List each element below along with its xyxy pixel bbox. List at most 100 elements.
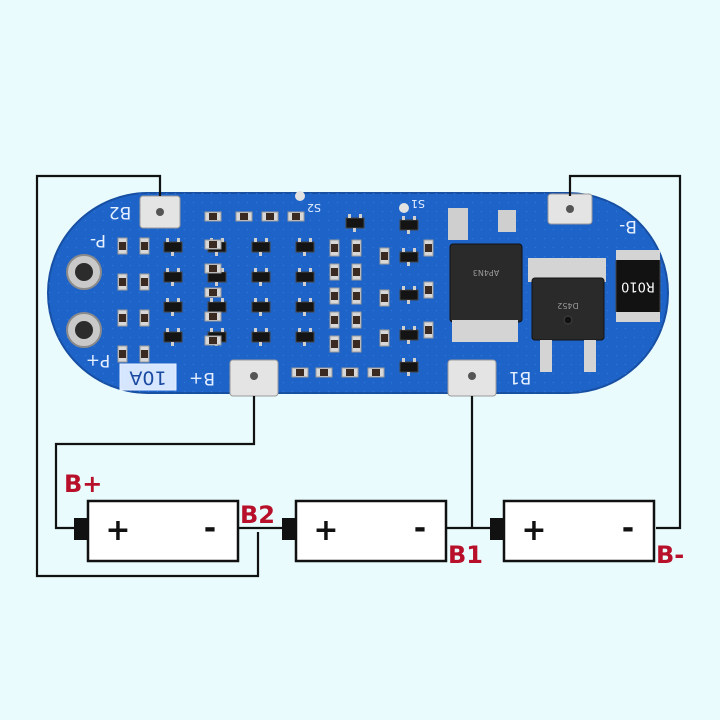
smd-resistor-body — [119, 242, 126, 250]
smd-resistor-body — [331, 340, 338, 348]
smd-pin — [353, 228, 356, 232]
smd-pin — [348, 214, 351, 218]
battery-2-minus: - — [414, 511, 426, 546]
smd-resistor-body — [119, 350, 126, 358]
smd-pin — [309, 298, 312, 302]
smd-pin — [413, 358, 416, 362]
smd-transistor — [295, 241, 315, 253]
smd-pin — [177, 268, 180, 272]
shunt-resistor: R010 — [615, 250, 661, 322]
battery-2-plus: + — [313, 513, 338, 548]
mosfet-2-code: D452 — [557, 301, 578, 310]
smd-pin — [413, 216, 416, 220]
smd-transistor — [251, 331, 271, 343]
smd-resistor-body — [425, 326, 432, 334]
smd-resistor-body — [296, 369, 304, 376]
smd-resistor-body — [381, 294, 388, 302]
silk-b1: B1 — [509, 367, 531, 387]
silk-b-plus: B+ — [189, 368, 215, 388]
battery-3-plus: + — [521, 513, 546, 548]
smd-pin — [254, 268, 257, 272]
smd-transistor — [295, 331, 315, 343]
silk-p-plus: P+ — [86, 350, 111, 370]
smd-pin — [402, 358, 405, 362]
smd-resistor-body — [346, 369, 354, 376]
smd-pin — [303, 252, 306, 256]
smd-transistor — [163, 331, 183, 343]
pad-b2 — [139, 195, 181, 229]
smd-pin — [298, 238, 301, 242]
smd-resistor-body — [381, 334, 388, 342]
smd-pin — [298, 328, 301, 332]
smd-pin — [413, 286, 416, 290]
silk-b-minus: B- — [619, 216, 637, 236]
smd-resistor-body — [209, 265, 217, 272]
smd-resistor-body — [209, 289, 217, 296]
smd-pin — [265, 268, 268, 272]
smd-pin — [171, 342, 174, 346]
smd-pin — [221, 328, 224, 332]
silk-s1: S1 — [411, 197, 425, 210]
smd-pin — [309, 268, 312, 272]
smd-pin — [402, 326, 405, 330]
smd-resistor-body — [209, 313, 217, 320]
smd-pin — [215, 282, 218, 286]
smd-resistor-body — [266, 213, 274, 220]
silk-b2: B2 — [109, 202, 131, 222]
smd-transistor — [163, 301, 183, 313]
smd-pin — [259, 282, 262, 286]
mosfet-2: D452 — [528, 258, 606, 372]
smd-transistor — [399, 289, 419, 301]
smd-pin — [309, 238, 312, 242]
smd-pin — [303, 312, 306, 316]
smd-transistor — [345, 217, 365, 229]
smd-pin — [171, 252, 174, 256]
battery-2: + - — [282, 499, 448, 563]
smd-transistor — [251, 301, 271, 313]
test-pad — [399, 203, 409, 213]
smd-transistor — [163, 241, 183, 253]
smd-transistor — [295, 271, 315, 283]
label-b-plus: B+ — [64, 470, 102, 498]
battery-1-minus: - — [204, 511, 216, 546]
smd-transistor — [295, 301, 315, 313]
smd-pin — [171, 312, 174, 316]
smd-pin — [298, 268, 301, 272]
smd-pin — [210, 298, 213, 302]
battery-1: + - — [74, 499, 240, 563]
smd-transistor — [399, 251, 419, 263]
smd-pin — [177, 328, 180, 332]
pad-b-plus — [229, 359, 279, 397]
test-pad — [295, 191, 305, 201]
wire-b2-pad — [35, 174, 260, 578]
smd-pin — [265, 298, 268, 302]
smd-pin — [221, 238, 224, 242]
smd-pin — [359, 214, 362, 218]
wire-b-plus-pad — [54, 396, 256, 530]
pcb-board: B2 S2 S1 B- P- P+ 10A B+ B1 AP4N3 D452 — [47, 191, 669, 397]
smd-pin — [298, 298, 301, 302]
smd-pin — [259, 342, 262, 346]
smd-transistor — [163, 271, 183, 283]
smd-pin — [265, 328, 268, 332]
smd-pin — [303, 282, 306, 286]
smd-pin — [259, 312, 262, 316]
smd-resistor-body — [372, 369, 380, 376]
smd-pin — [221, 298, 224, 302]
smd-pin — [210, 328, 213, 332]
smd-resistor-body — [331, 292, 338, 300]
smd-pin — [407, 262, 410, 266]
silk-s2: S2 — [307, 201, 321, 214]
wires — [35, 174, 682, 578]
smd-pin — [407, 300, 410, 304]
smd-pin — [407, 230, 410, 234]
smd-pin — [413, 248, 416, 252]
smd-pin — [177, 238, 180, 242]
smd-resistor-body — [119, 278, 126, 286]
smd-pin — [166, 268, 169, 272]
smd-pin — [215, 252, 218, 256]
smd-pin — [221, 268, 224, 272]
battery-1-plus: + — [105, 513, 130, 548]
